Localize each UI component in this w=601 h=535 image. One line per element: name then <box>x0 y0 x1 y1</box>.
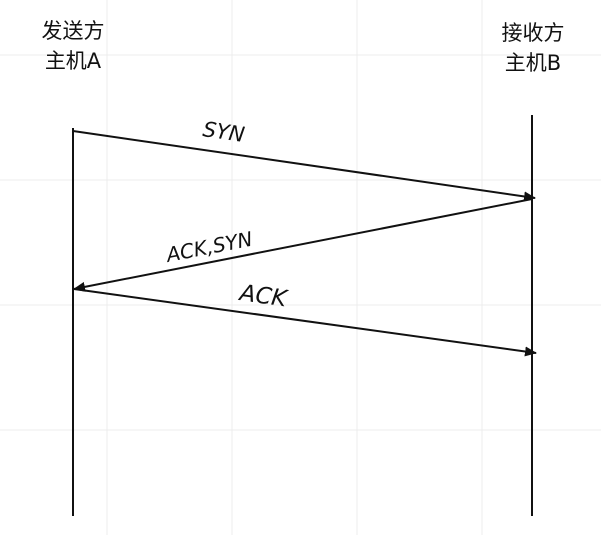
sender-host-name: 发送方 <box>41 19 105 43</box>
ack-syn-arrow <box>73 198 533 292</box>
receiver-host-name: 接收方 <box>501 21 565 45</box>
ack-syn-label: ACK,SYN <box>162 227 254 268</box>
syn-arrow <box>72 130 536 202</box>
receiver-host-id: 主机B <box>504 51 562 75</box>
syn-label: SYN <box>201 117 246 147</box>
ack-arrow <box>73 288 537 357</box>
ack-label: ACK <box>236 280 290 313</box>
receiver-host-label: 接收方 主机B <box>488 18 578 78</box>
sender-host-id: 主机A <box>44 49 102 73</box>
sender-host-label: 发送方 主机A <box>28 16 118 76</box>
